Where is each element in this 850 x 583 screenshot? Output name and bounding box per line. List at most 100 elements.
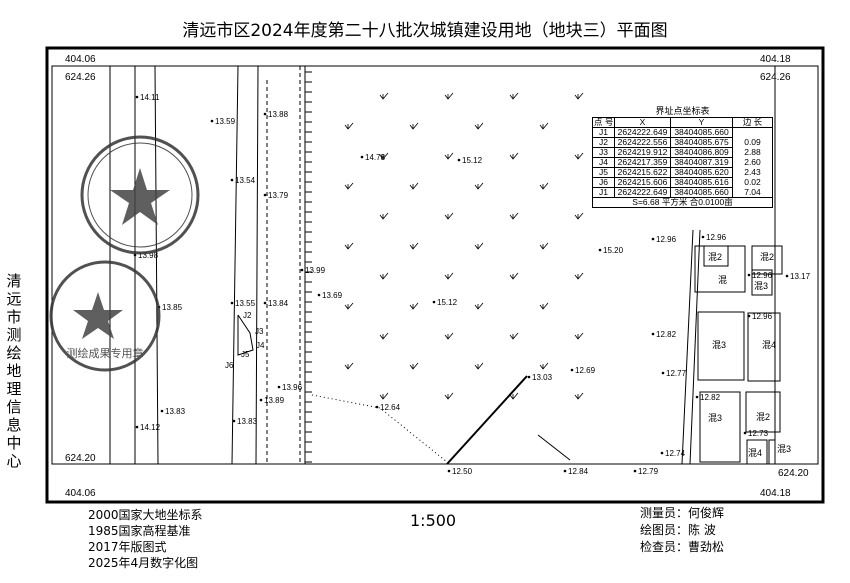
staff-list: 测量员：何俊辉绘图员：陈 波检查员：曹劲松: [640, 506, 725, 554]
lower-stamp: 测绘成果专用章: [49, 260, 161, 372]
marsh-symbol-icon: [474, 302, 484, 310]
building-outline: [699, 391, 741, 463]
marsh-symbol-icon: [379, 92, 389, 100]
elevation-point: [263, 301, 267, 305]
cell-x: 2624219.912: [614, 147, 671, 158]
table-title: 界址点坐标表: [655, 106, 710, 116]
elevation-label: 13.79: [268, 191, 289, 200]
elevation-label: 13.55: [235, 299, 256, 308]
elevation-point: [259, 398, 263, 402]
marsh-symbol-icon: [574, 152, 584, 160]
marsh-symbol-icon: [474, 242, 484, 250]
road-edge-line: [231, 65, 239, 465]
ditch-line: [446, 375, 528, 465]
marsh-symbol-icon: [509, 92, 519, 100]
road-edge-line: [255, 65, 259, 465]
cell-edge: 2.88: [732, 147, 773, 158]
marsh-symbol-icon: [509, 152, 519, 160]
cell-edge: 2.43: [732, 167, 773, 178]
map-title: 清远市区2024年度第二十八批次城镇建设用地（地块三）平面图: [182, 21, 668, 41]
cell-edge: [732, 127, 773, 138]
marsh-symbol-icon: [409, 122, 419, 130]
marsh-symbol-icon: [344, 242, 354, 250]
cell-id: J6: [592, 177, 615, 188]
building-outline: [751, 245, 783, 275]
cell-x: 2624217.359: [614, 157, 671, 168]
upper-stamp: [80, 135, 200, 255]
elevation-label: 13.69: [322, 291, 343, 300]
elevation-label: 15.12: [462, 156, 483, 165]
parcel-boundary: [237, 314, 254, 356]
elevation-label: 13.17: [790, 272, 811, 281]
svg-text:624.26: 624.26: [760, 72, 791, 83]
marsh-symbol-icon: [474, 182, 484, 190]
svg-text:404.06: 404.06: [65, 54, 96, 65]
parcel-point-label: J6: [225, 361, 234, 370]
marsh-symbol-icon: [409, 302, 419, 310]
elevation-label: 15.12: [437, 298, 458, 307]
cell-edge: 2.60: [732, 157, 773, 168]
marsh-symbol-icon: [379, 272, 389, 280]
elevation-point: [527, 375, 531, 379]
elevation-label: 12.50: [452, 467, 473, 476]
cell-edge: 7.04: [732, 187, 773, 198]
elevation-point: [210, 119, 214, 123]
elevation-point: [277, 385, 281, 389]
elevation-point: [651, 332, 655, 336]
building-structure-label: 混3: [708, 413, 722, 423]
cell-y: 38404085.620: [670, 167, 733, 178]
marsh-symbol-icon: [379, 332, 389, 340]
elevation-label: 13.88: [268, 110, 289, 119]
column-header: X: [614, 117, 671, 128]
elevation-point: [263, 193, 267, 197]
elevation-point: [230, 301, 234, 305]
marsh-symbol-icon: [574, 332, 584, 340]
cell-id: J5: [592, 167, 615, 178]
column-header: 点 号: [592, 117, 615, 128]
elevation-point: [701, 235, 705, 239]
marsh-symbol-icon: [474, 122, 484, 130]
marsh-symbol-icon: [509, 272, 519, 280]
building-outline: [697, 311, 745, 381]
marsh-symbol-icon: [379, 212, 389, 220]
marsh-symbol-icon: [344, 302, 354, 310]
cell-y: 38404085.660: [670, 187, 733, 198]
elevation-point: [570, 368, 574, 372]
parcel-point-label: J2: [243, 311, 252, 320]
cell-x: 2624215.622: [614, 167, 671, 178]
elevation-point: [598, 248, 602, 252]
marsh-symbol-icon: [474, 362, 484, 370]
marsh-symbol-icon: [409, 242, 419, 250]
svg-text:624.20: 624.20: [65, 453, 96, 464]
elevation-point: [457, 158, 461, 162]
cell-edge: 0.09: [732, 137, 773, 148]
elevation-point: [133, 253, 137, 257]
elevation-label: 13.85: [162, 303, 183, 312]
cell-x: 2624222.649: [614, 187, 671, 198]
marsh-symbol-icon: [444, 152, 454, 160]
marsh-symbol-icon: [509, 392, 519, 400]
building-structure-label: 混3: [712, 340, 726, 350]
marsh-symbol-icon: [574, 212, 584, 220]
marsh-symbol-icon: [444, 332, 454, 340]
cell-y: 38404087.319: [670, 157, 733, 168]
marsh-symbol-icon: [379, 152, 389, 160]
elevation-label: 12.82: [656, 330, 677, 339]
map-lines: [52, 65, 818, 465]
building-outline: [768, 439, 776, 465]
elevation-point: [661, 371, 665, 375]
elevation-label: 12.96: [752, 271, 773, 280]
elevation-label: 13.96: [282, 383, 303, 392]
marsh-symbols: [344, 92, 584, 400]
building-outline: [746, 439, 768, 465]
column-header: 边 长: [732, 117, 773, 128]
